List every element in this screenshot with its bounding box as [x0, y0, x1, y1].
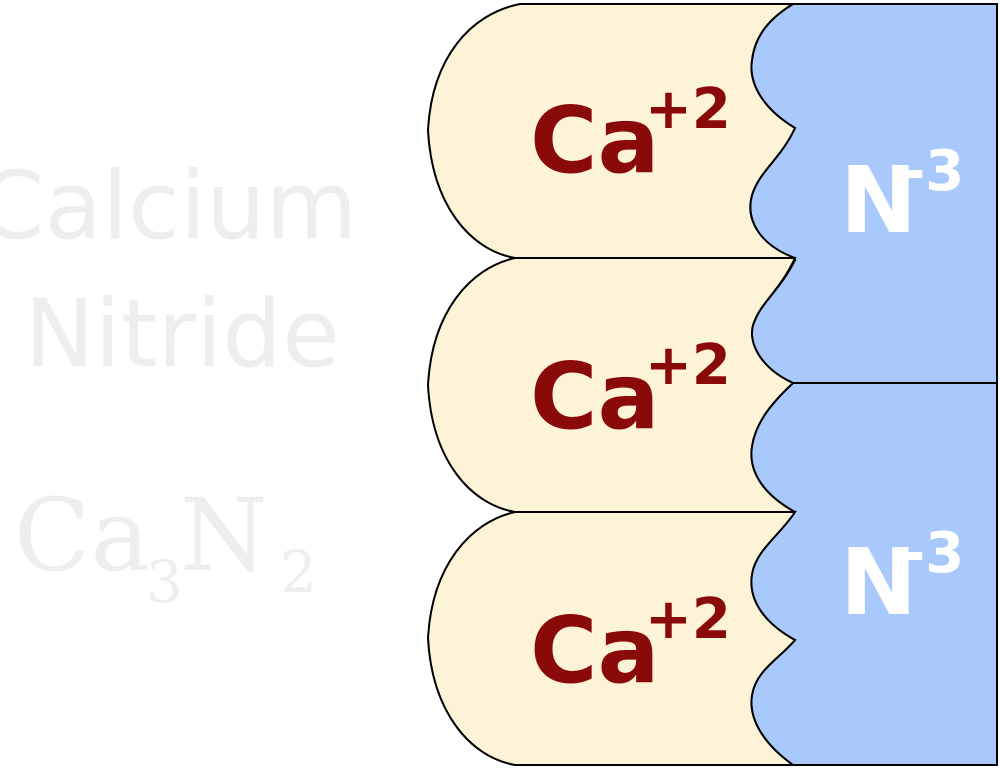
formula-subscript-2: 2	[280, 538, 317, 606]
chemical-formula: Ca 3 N 2	[14, 477, 317, 616]
cation-charge: +2	[645, 587, 731, 652]
title-line-nitride: Nitride	[24, 280, 340, 389]
anion-symbol: N	[840, 529, 917, 636]
formula-element-2: N	[180, 477, 268, 594]
anion-symbol: N	[840, 147, 917, 254]
cation-symbol: Ca	[530, 597, 660, 704]
cation-charge: +2	[645, 333, 731, 398]
anion-label-2: N -3	[840, 521, 964, 636]
cation-charge: +2	[645, 77, 731, 142]
anion-charge: -3	[902, 521, 964, 586]
anion-charge: -3	[902, 139, 964, 204]
cation-label-3: Ca +2	[530, 587, 731, 704]
title-line-calcium: Calcium	[0, 152, 357, 261]
cation-block-2	[426, 257, 797, 513]
cation-label-2: Ca +2	[530, 333, 731, 450]
formula-element-1: Ca	[14, 477, 150, 594]
cation-block-1	[426, 2, 797, 259]
cation-symbol: Ca	[530, 87, 660, 194]
formula-subscript-1: 3	[146, 548, 183, 616]
cation-label-1: Ca +2	[530, 77, 731, 194]
anion-label-1: N -3	[840, 139, 964, 254]
cation-symbol: Ca	[530, 343, 660, 450]
cation-block-3	[426, 511, 797, 766]
